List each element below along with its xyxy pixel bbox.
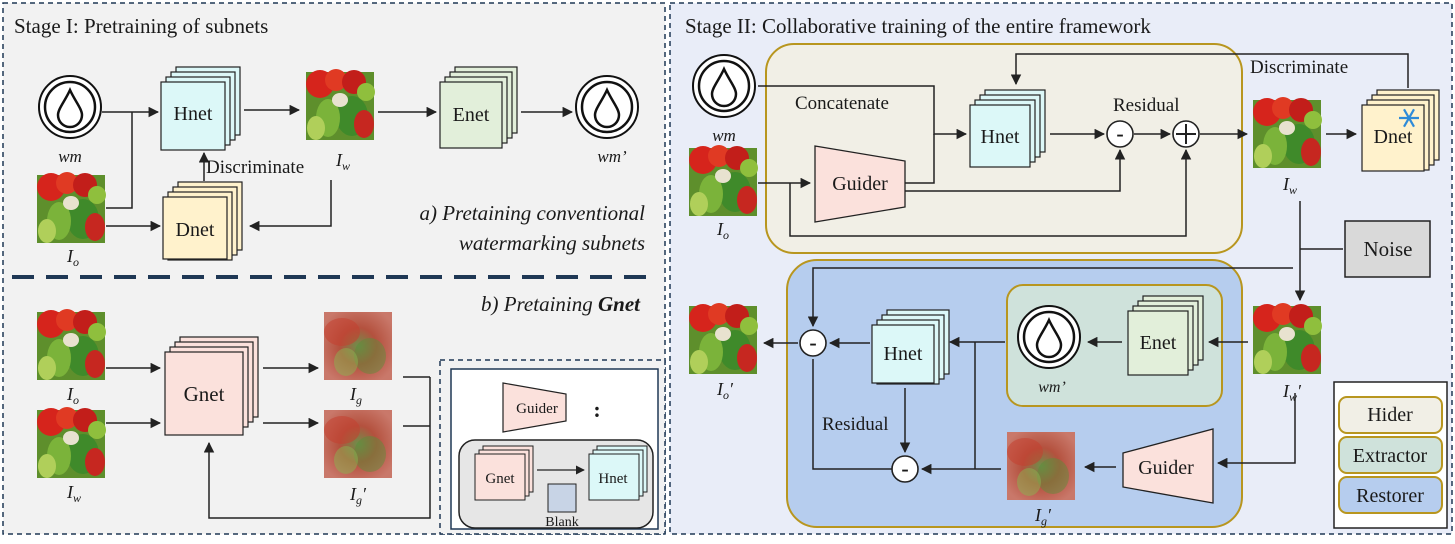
enet-stage1: Enet: [439, 66, 518, 149]
dnet-stage2: Dnet: [1361, 89, 1440, 172]
discriminate-label-s2: Discriminate: [1250, 57, 1348, 78]
legend-extractor: [1338, 436, 1443, 474]
blurred-image: [324, 312, 392, 380]
hnet-restorer-label: Hnet: [884, 343, 923, 365]
io-label-s2: Io: [716, 219, 729, 242]
pepper-image: [306, 69, 375, 140]
residual-label-bottom: Residual: [822, 414, 889, 435]
pepper-image: [37, 309, 106, 380]
ig-label: Ig: [349, 384, 362, 407]
inset-guider-shape: [502, 382, 567, 433]
enet-s2-label: Enet: [1140, 332, 1177, 354]
watermark-drop-icon: [37, 74, 103, 140]
blank-box: [547, 483, 577, 513]
concatenate-label: Concatenate: [795, 93, 889, 114]
blurred-image: [324, 410, 392, 478]
watermark-drop-icon: [1016, 304, 1082, 370]
hnet-s2-label: Hnet: [981, 126, 1020, 148]
stage1b-arrows: [106, 362, 431, 519]
stage2-arrows: [758, 53, 1409, 475]
guider-restorer-label: Guider: [1138, 457, 1194, 479]
hnet-restorer: Hnet: [871, 309, 950, 385]
enet-label: Enet: [453, 104, 490, 126]
watermark-drop-icon: [574, 74, 640, 140]
gnet-label: Gnet: [184, 382, 225, 406]
noise-box: [1344, 220, 1431, 278]
legend-hider: [1338, 396, 1443, 434]
pepper-image: [1253, 303, 1322, 374]
blank-label: Blank: [545, 515, 578, 530]
iw-label-b: Iw: [66, 482, 81, 505]
noise-label: Noise: [1364, 237, 1413, 261]
minus-op-top: -: [1106, 120, 1134, 148]
hnet-stage2: Hnet: [969, 89, 1046, 168]
wm-prime-label-s2: wm’: [1038, 379, 1066, 396]
pepper-image: [689, 303, 758, 374]
discriminate-label-stage1: Discriminate: [206, 157, 304, 178]
pepper-image: [37, 407, 106, 478]
gnet-stage1: Gnet: [164, 336, 259, 436]
iw-label-s2: Iw: [1282, 174, 1297, 197]
pepper-image: [1253, 97, 1322, 168]
ig-prime-label-s2: Ig′: [1034, 505, 1052, 528]
dnet-s2-label: Dnet: [1374, 126, 1413, 148]
dnet-label: Dnet: [176, 219, 215, 241]
inset-colon: :: [593, 397, 600, 422]
wm-prime-label: wm’: [597, 147, 627, 166]
pepper-image: [689, 145, 758, 216]
iw-prime-label: Iw′: [1282, 381, 1302, 404]
legend-extractor-label: Extractor: [1353, 445, 1428, 467]
residual-label-top: Residual: [1113, 95, 1180, 116]
wm-label-s2: wm: [712, 126, 736, 145]
part-a-caption-line1: a) Pretaining conventional: [419, 201, 645, 225]
guider-restorer: [1122, 428, 1214, 504]
blurred-image: [1007, 432, 1075, 500]
hnet-label: Hnet: [174, 103, 213, 125]
io-label-b: Io: [66, 384, 79, 407]
guider-hider: [814, 145, 906, 223]
legend-hider-label: Hider: [1367, 404, 1413, 426]
svg-text:-: -: [1116, 121, 1123, 146]
watermark-drop-icon: [691, 53, 757, 119]
ig-prime-label: Ig′: [349, 484, 367, 507]
minus-op-bottom: -: [891, 455, 919, 483]
stage1-title: Stage I: Pretraining of subnets: [14, 14, 268, 38]
svg-text:-: -: [901, 456, 908, 481]
snowflake-icon: [1399, 108, 1419, 128]
inset-hnet: Hnet: [588, 445, 648, 501]
part-b-caption: b) Pretaining Gnet: [481, 292, 641, 316]
enet-stage2: Enet: [1127, 295, 1204, 376]
inset-gnet: Gnet: [474, 445, 534, 501]
inset-guider-label: Guider: [516, 401, 558, 417]
guider-hider-label: Guider: [832, 173, 888, 195]
pepper-image: [37, 172, 106, 243]
dnet-stage1: Dnet: [162, 181, 243, 261]
minus-op-left: -: [799, 329, 827, 357]
legend-restorer: [1338, 476, 1443, 514]
stage1-arrows: [102, 104, 574, 232]
stage2-title: Stage II: Collaborative training of the …: [685, 14, 1151, 38]
svg-text:-: -: [809, 330, 816, 355]
inset-gnet-label: Gnet: [485, 471, 515, 487]
plus-op: [1172, 120, 1200, 148]
wm-label: wm: [58, 147, 82, 166]
part-a-caption-line2: watermarking subnets: [459, 231, 645, 255]
io-prime-label: Io′: [716, 379, 734, 402]
inset-hnet-label: Hnet: [598, 471, 628, 487]
iw-label: Iw: [335, 150, 350, 173]
hnet-stage1: Hnet: [160, 66, 241, 151]
legend-restorer-label: Restorer: [1356, 485, 1424, 507]
io-label: Io: [66, 246, 79, 269]
